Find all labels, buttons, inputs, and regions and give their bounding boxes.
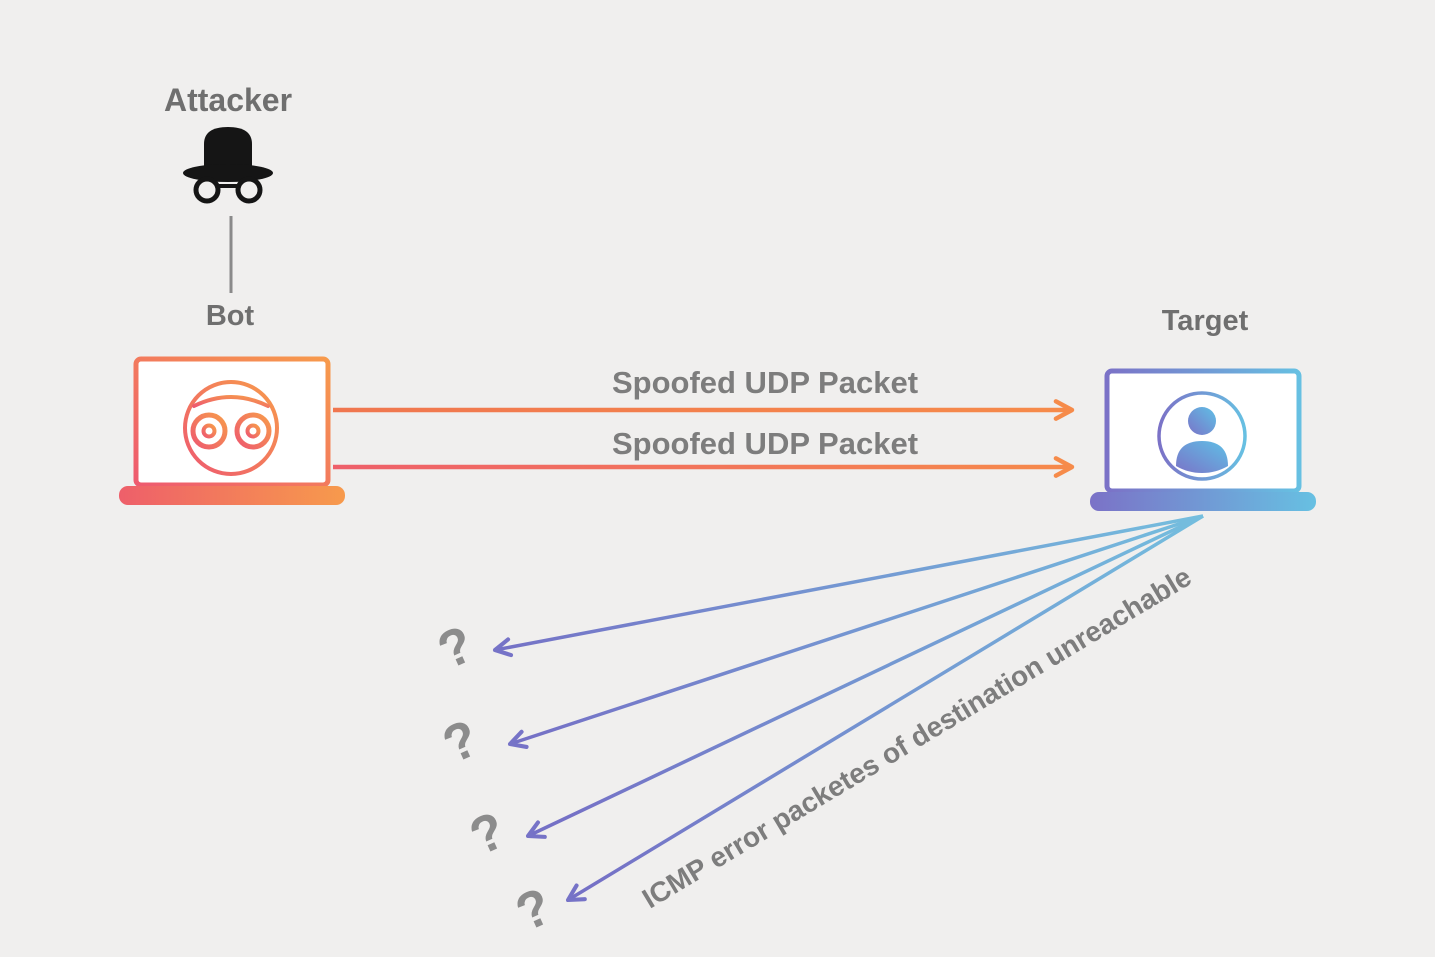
udp-packet-label-1: Spoofed UDP Packet: [611, 365, 919, 400]
icmp-arrow-1: [492, 514, 1204, 658]
bot-label: Bot: [205, 300, 255, 332]
icmp-arrow-2: [507, 514, 1204, 749]
user-icon: [1157, 391, 1247, 481]
robot-face-icon: [183, 380, 279, 476]
attacker-spy-icon: [183, 127, 273, 204]
target-label: Target: [1161, 305, 1249, 337]
target-laptop-icon: [1090, 368, 1316, 511]
bot-laptop-icon: [119, 356, 345, 505]
icmp-arrow-4: [565, 514, 1204, 903]
udp-packet-label-2: Spoofed UDP Packet: [611, 426, 919, 461]
attacker-label: Attacker: [163, 82, 293, 118]
icmp-arrow-3: [525, 514, 1204, 839]
